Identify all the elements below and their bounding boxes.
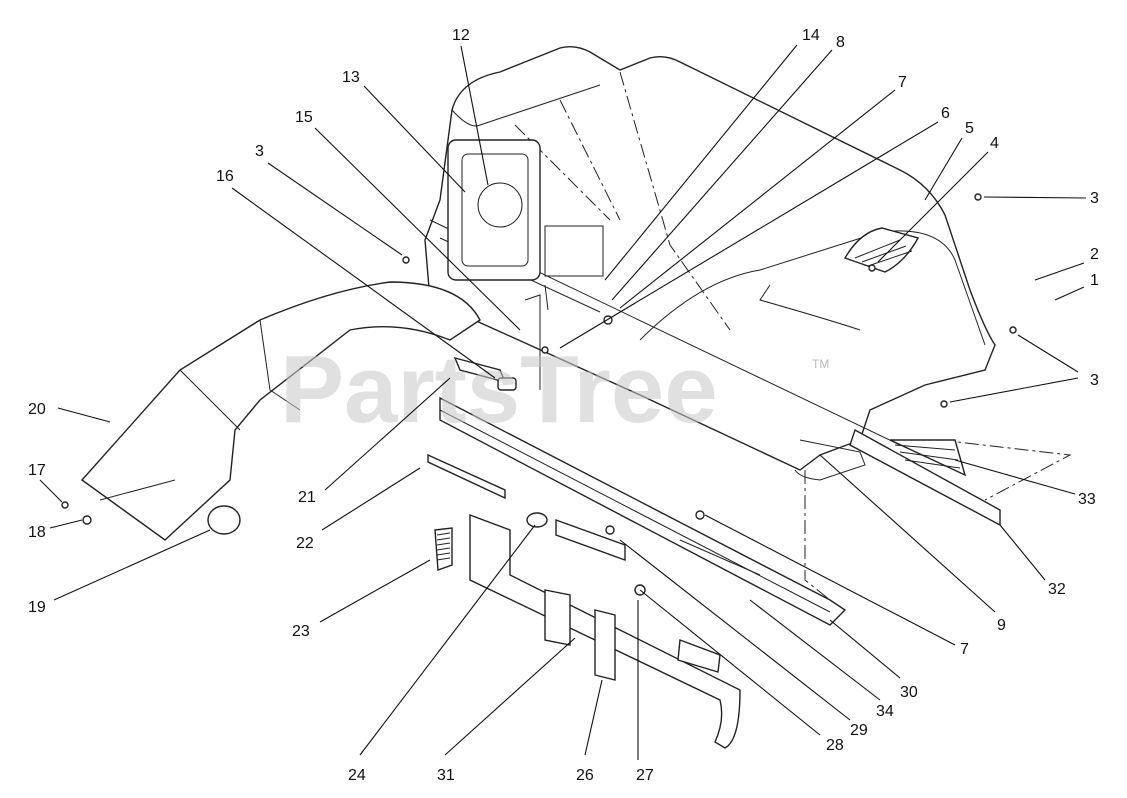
grille-mesh — [843, 227, 920, 273]
callout-23: 23 — [292, 623, 310, 640]
callout-1: 1 — [1090, 272, 1099, 289]
callout-27: 27 — [636, 767, 654, 784]
lower-shaft-lever — [427, 453, 741, 749]
callout-31: 31 — [437, 767, 455, 784]
callout-12: 12 — [452, 27, 470, 44]
callout-21: 21 — [298, 489, 316, 506]
callout-5: 5 — [965, 120, 974, 137]
callout-9: 9 — [997, 617, 1006, 634]
knob — [207, 505, 241, 535]
callout-3-right-mid: 3 — [1090, 372, 1099, 389]
callout-34: 34 — [876, 703, 894, 720]
callout-22: 22 — [296, 535, 314, 552]
callout-17: 17 — [28, 462, 46, 479]
callout-18: 18 — [28, 524, 46, 541]
callout-2: 2 — [1090, 246, 1099, 263]
watermark-trademark: TM — [812, 357, 829, 371]
shaft — [427, 453, 506, 500]
callout-labels: 12 14 8 13 7 15 6 5 4 3 16 3 2 1 3 20 21… — [28, 27, 1099, 784]
callout-30: 30 — [900, 684, 918, 701]
leader-lines — [39, 44, 1087, 760]
callout-3-right-top: 3 — [1090, 190, 1099, 207]
callout-16: 16 — [216, 168, 234, 185]
callout-14: 14 — [802, 27, 820, 44]
vent-window — [447, 139, 541, 281]
callout-29: 29 — [850, 722, 868, 739]
callout-26: 26 — [576, 767, 594, 784]
callout-13: 13 — [342, 69, 360, 86]
callout-7-bottom: 7 — [960, 641, 969, 658]
callout-33: 33 — [1078, 491, 1096, 508]
watermark: PartsTree — [280, 336, 718, 443]
fasteners — [61, 193, 1017, 525]
main-rail — [439, 396, 847, 626]
callout-24: 24 — [348, 767, 366, 784]
callout-4: 4 — [990, 135, 999, 152]
discharge-chute — [80, 281, 481, 541]
callout-32: 32 — [1048, 581, 1066, 598]
callout-3-left: 3 — [255, 143, 264, 160]
callout-15: 15 — [295, 109, 313, 126]
callout-7-top: 7 — [898, 74, 907, 91]
callout-20: 20 — [28, 401, 46, 418]
callout-6: 6 — [941, 105, 950, 122]
callout-8: 8 — [836, 34, 845, 51]
callout-28: 28 — [826, 737, 844, 754]
callout-19: 19 — [28, 599, 46, 616]
